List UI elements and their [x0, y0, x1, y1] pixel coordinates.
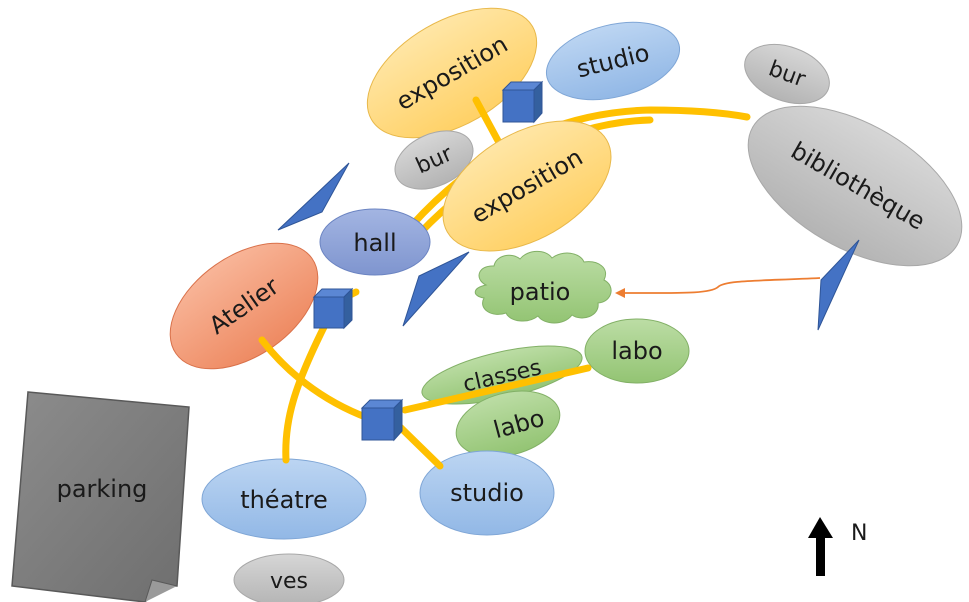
entrance-marker-hall[interactable] — [402, 251, 470, 327]
exposition-mid-zone[interactable] — [421, 94, 633, 278]
entrance-marker-northwest[interactable] — [277, 162, 350, 231]
corridor-west-south — [282, 321, 329, 464]
studio-top-zone[interactable] — [538, 10, 687, 113]
atelier-zone[interactable] — [147, 217, 340, 394]
bur-right-zone[interactable] — [736, 34, 837, 115]
labo-right-zone[interactable] — [584, 318, 690, 384]
corridor-atelier-hub — [258, 336, 372, 422]
label-labo-right: labo — [611, 337, 662, 365]
patio-access-arrowhead — [615, 288, 625, 298]
labo-low-zone[interactable] — [449, 380, 567, 467]
studio-bottom-zone[interactable] — [419, 450, 555, 536]
label-theatre: théatre — [240, 486, 328, 514]
hall-zone[interactable] — [319, 208, 431, 276]
parking-folded-corner — [144, 579, 178, 602]
label-studio-bottom: studio — [450, 479, 524, 507]
label-parking: parking — [57, 475, 148, 503]
connector-cube-north[interactable] — [501, 80, 544, 124]
patio-zone[interactable] — [474, 250, 612, 324]
connector-cube-hub[interactable] — [360, 398, 404, 442]
connector-cube-hall[interactable] — [312, 287, 354, 330]
ves-zone[interactable] — [233, 553, 345, 602]
label-patio: patio — [510, 278, 571, 306]
corridor-hub-labo — [401, 364, 592, 414]
corridor-hub-studio — [394, 421, 444, 470]
label-hall: hall — [353, 229, 396, 257]
bibliotheque-zone[interactable] — [722, 73, 969, 298]
label-ves: ves — [270, 569, 308, 594]
exposition-top-zone[interactable] — [345, 0, 558, 165]
north-arrow-icon — [808, 517, 833, 576]
patio-access-arrow — [621, 277, 821, 294]
label-north: N — [851, 521, 867, 546]
entrance-marker-east[interactable] — [817, 239, 860, 331]
bur-left-zone[interactable] — [386, 120, 482, 201]
